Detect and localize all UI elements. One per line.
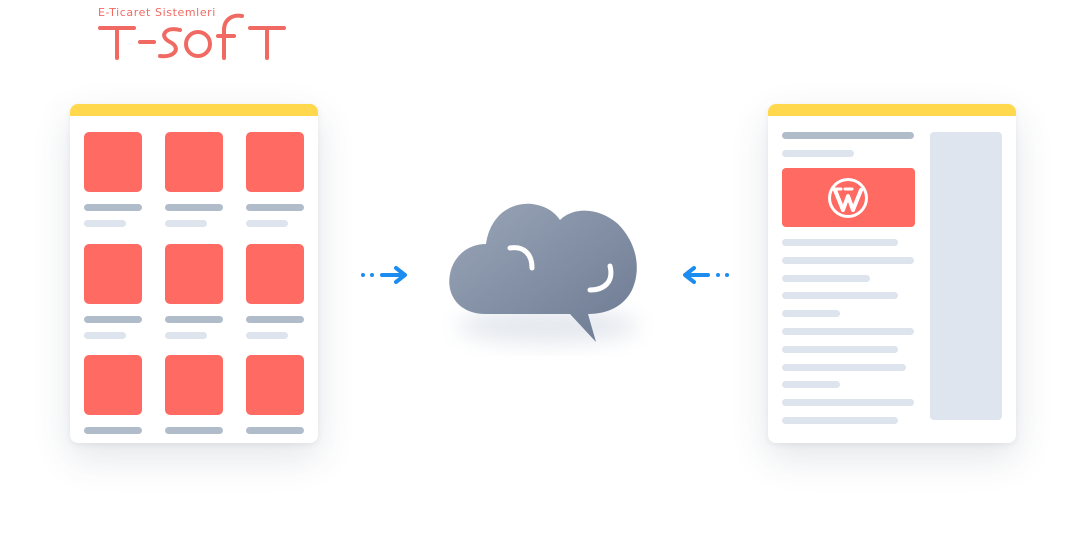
article-text-line bbox=[782, 256, 914, 264]
product-tile bbox=[165, 244, 223, 304]
product-title-line bbox=[165, 427, 223, 434]
page-heading-line bbox=[782, 132, 914, 139]
product-tile bbox=[165, 132, 223, 192]
wordpress-banner bbox=[782, 168, 915, 227]
product-price-line bbox=[165, 332, 207, 339]
card-topbar bbox=[70, 104, 318, 116]
product-title-line bbox=[246, 204, 304, 211]
article-text-line bbox=[782, 292, 898, 300]
product-price-line bbox=[246, 220, 288, 227]
article-text-line bbox=[782, 399, 914, 407]
tsoft-wordmark-icon bbox=[98, 13, 286, 60]
product-tile bbox=[246, 244, 304, 304]
product-title-line bbox=[84, 316, 142, 323]
arrow-right-icon bbox=[361, 266, 407, 284]
product-price-line bbox=[84, 220, 126, 227]
article-text-line bbox=[782, 239, 898, 246]
product-tile bbox=[165, 355, 223, 415]
product-title-line bbox=[246, 316, 304, 323]
tsoft-logo: E-Ticaret Sistemleri bbox=[94, 0, 294, 64]
article-text-line bbox=[782, 310, 840, 318]
product-tile bbox=[84, 132, 142, 192]
wordpress-page-card bbox=[768, 104, 1016, 443]
product-tile bbox=[84, 355, 142, 415]
product-price-line bbox=[84, 332, 126, 339]
product-title-line bbox=[165, 316, 223, 323]
product-tile bbox=[246, 132, 304, 192]
product-title-line bbox=[165, 204, 223, 211]
product-price-line bbox=[165, 220, 207, 227]
card-topbar bbox=[768, 104, 1016, 116]
page-sidebar bbox=[930, 132, 1002, 420]
product-price-line bbox=[246, 332, 288, 339]
logo-tagline: E-Ticaret Sistemleri bbox=[98, 6, 216, 19]
page-subheading-line bbox=[782, 150, 854, 157]
article-text-line bbox=[782, 363, 906, 371]
article-text-line bbox=[782, 345, 898, 353]
product-title-line bbox=[84, 204, 142, 211]
product-tile bbox=[246, 355, 304, 415]
article-text-line bbox=[782, 417, 898, 424]
product-title-line bbox=[246, 427, 304, 434]
article-text-line bbox=[782, 328, 914, 335]
product-grid-card bbox=[70, 104, 318, 443]
arrow-left-icon bbox=[683, 266, 729, 284]
article-text-line bbox=[782, 381, 840, 389]
cloud-sync-icon bbox=[449, 203, 638, 344]
product-tile bbox=[84, 244, 142, 304]
product-title-line bbox=[84, 427, 142, 434]
article-text-line bbox=[782, 274, 870, 282]
wordpress-icon bbox=[828, 178, 868, 218]
